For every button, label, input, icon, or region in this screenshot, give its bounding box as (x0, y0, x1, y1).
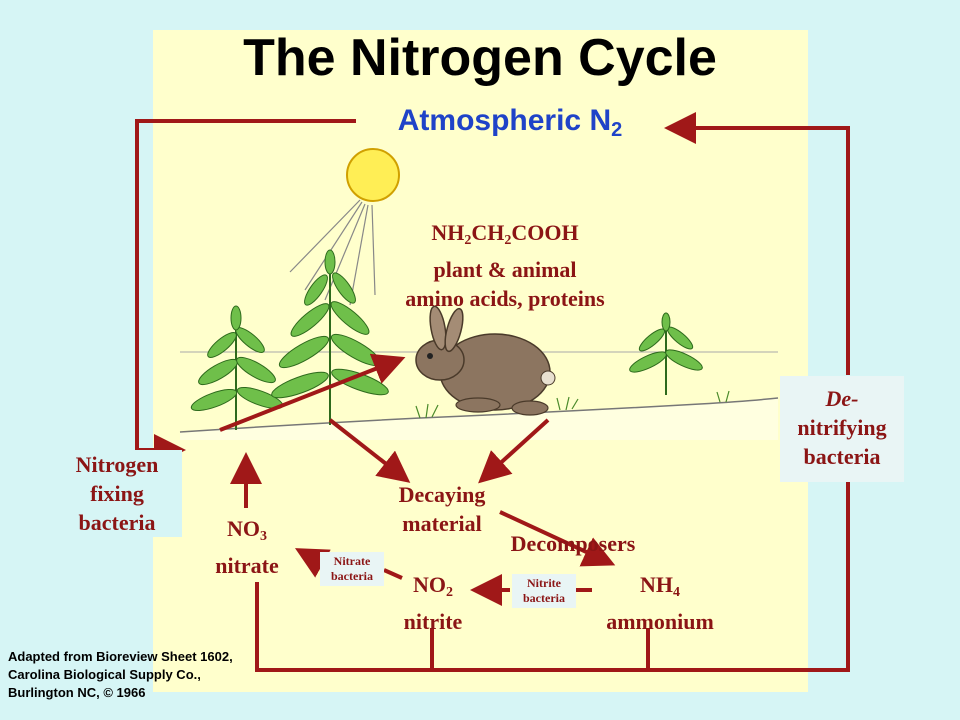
denitrifying-line-2: nitrifying (797, 415, 887, 440)
denitrifying-line-1: De- (825, 386, 859, 411)
nitrite-bacteria-box: Nitrite bacteria (512, 574, 576, 608)
nitrate-formula: NO3 (227, 516, 267, 544)
arrow-to-atmospheric (664, 112, 850, 375)
nitrogen-fixing-line-2: fixing (90, 481, 144, 506)
arrow-plant-to-animal (219, 353, 406, 432)
rabbit-icon (415, 305, 556, 416)
nitrite-label: NO2 nitrite (388, 570, 478, 636)
nitrate-label: NO3 nitrate (188, 514, 306, 580)
nitrate-bacteria-line-2: bacteria (331, 569, 373, 583)
nitrogen-fixing-label: Nitrogen fixing bacteria (52, 450, 182, 537)
amino-acids-label: NH2CH2COOH plant & animal amino acids, p… (360, 218, 650, 313)
nitrate-name: nitrate (215, 553, 279, 578)
nitrogen-fixing-line-1: Nitrogen (75, 452, 159, 477)
plant-icon-middle (271, 249, 389, 425)
page-title: The Nitrogen Cycle (243, 29, 717, 87)
amino-formula: NH2CH2COOH (431, 220, 579, 248)
arrow-plant-to-decay (328, 418, 411, 483)
denitrifying-line-3: bacteria (803, 444, 881, 469)
plant-icon-right (629, 312, 703, 395)
amino-line-3: amino acids, proteins (405, 286, 605, 311)
denitrifying-label: De- nitrifying bacteria (780, 376, 904, 482)
decaying-material-label: Decaying material (378, 480, 506, 538)
nitrate-bacteria-box: Nitrate bacteria (320, 552, 384, 586)
arrow-bottom-loop (255, 482, 850, 672)
ammonium-label: NH4 ammonium (588, 570, 732, 636)
arrow-animal-to-decay (478, 418, 550, 484)
atmospheric-sub: 2 (611, 119, 623, 141)
nitrogen-fixing-line-3: bacteria (78, 510, 156, 535)
arrow-nitrite-to-nitrate-left (295, 548, 331, 578)
nitrite-name: nitrite (403, 609, 463, 634)
decaying-line-1: Decaying (398, 482, 486, 507)
nitrite-formula: NO2 (413, 572, 453, 600)
ammonium-formula: NH4 (640, 572, 680, 600)
nitrate-bacteria-line-1: Nitrate (333, 554, 371, 568)
nitrite-bacteria-line-1: Nitrite (527, 576, 561, 590)
atmospheric-text: Atmospheric N (397, 104, 612, 137)
arrow-decay-to-ammonium (499, 510, 616, 567)
plant-icon-left (190, 305, 284, 430)
arrow-nitrite-to-nitrate-right (383, 568, 403, 580)
source-credit: Adapted from Bioreview Sheet 1602, Carol… (8, 649, 233, 700)
nitrite-bacteria-line-2: bacteria (523, 591, 565, 605)
decomposers-label: Decomposers (510, 531, 636, 556)
amino-line-2: plant & animal (433, 257, 577, 282)
grass-icon (415, 390, 730, 419)
sun-icon (289, 148, 400, 306)
atmospheric-n2-label: Atmospheric N2 (340, 104, 680, 142)
decaying-line-2: material (402, 511, 482, 536)
ammonium-name: ammonium (606, 609, 714, 634)
